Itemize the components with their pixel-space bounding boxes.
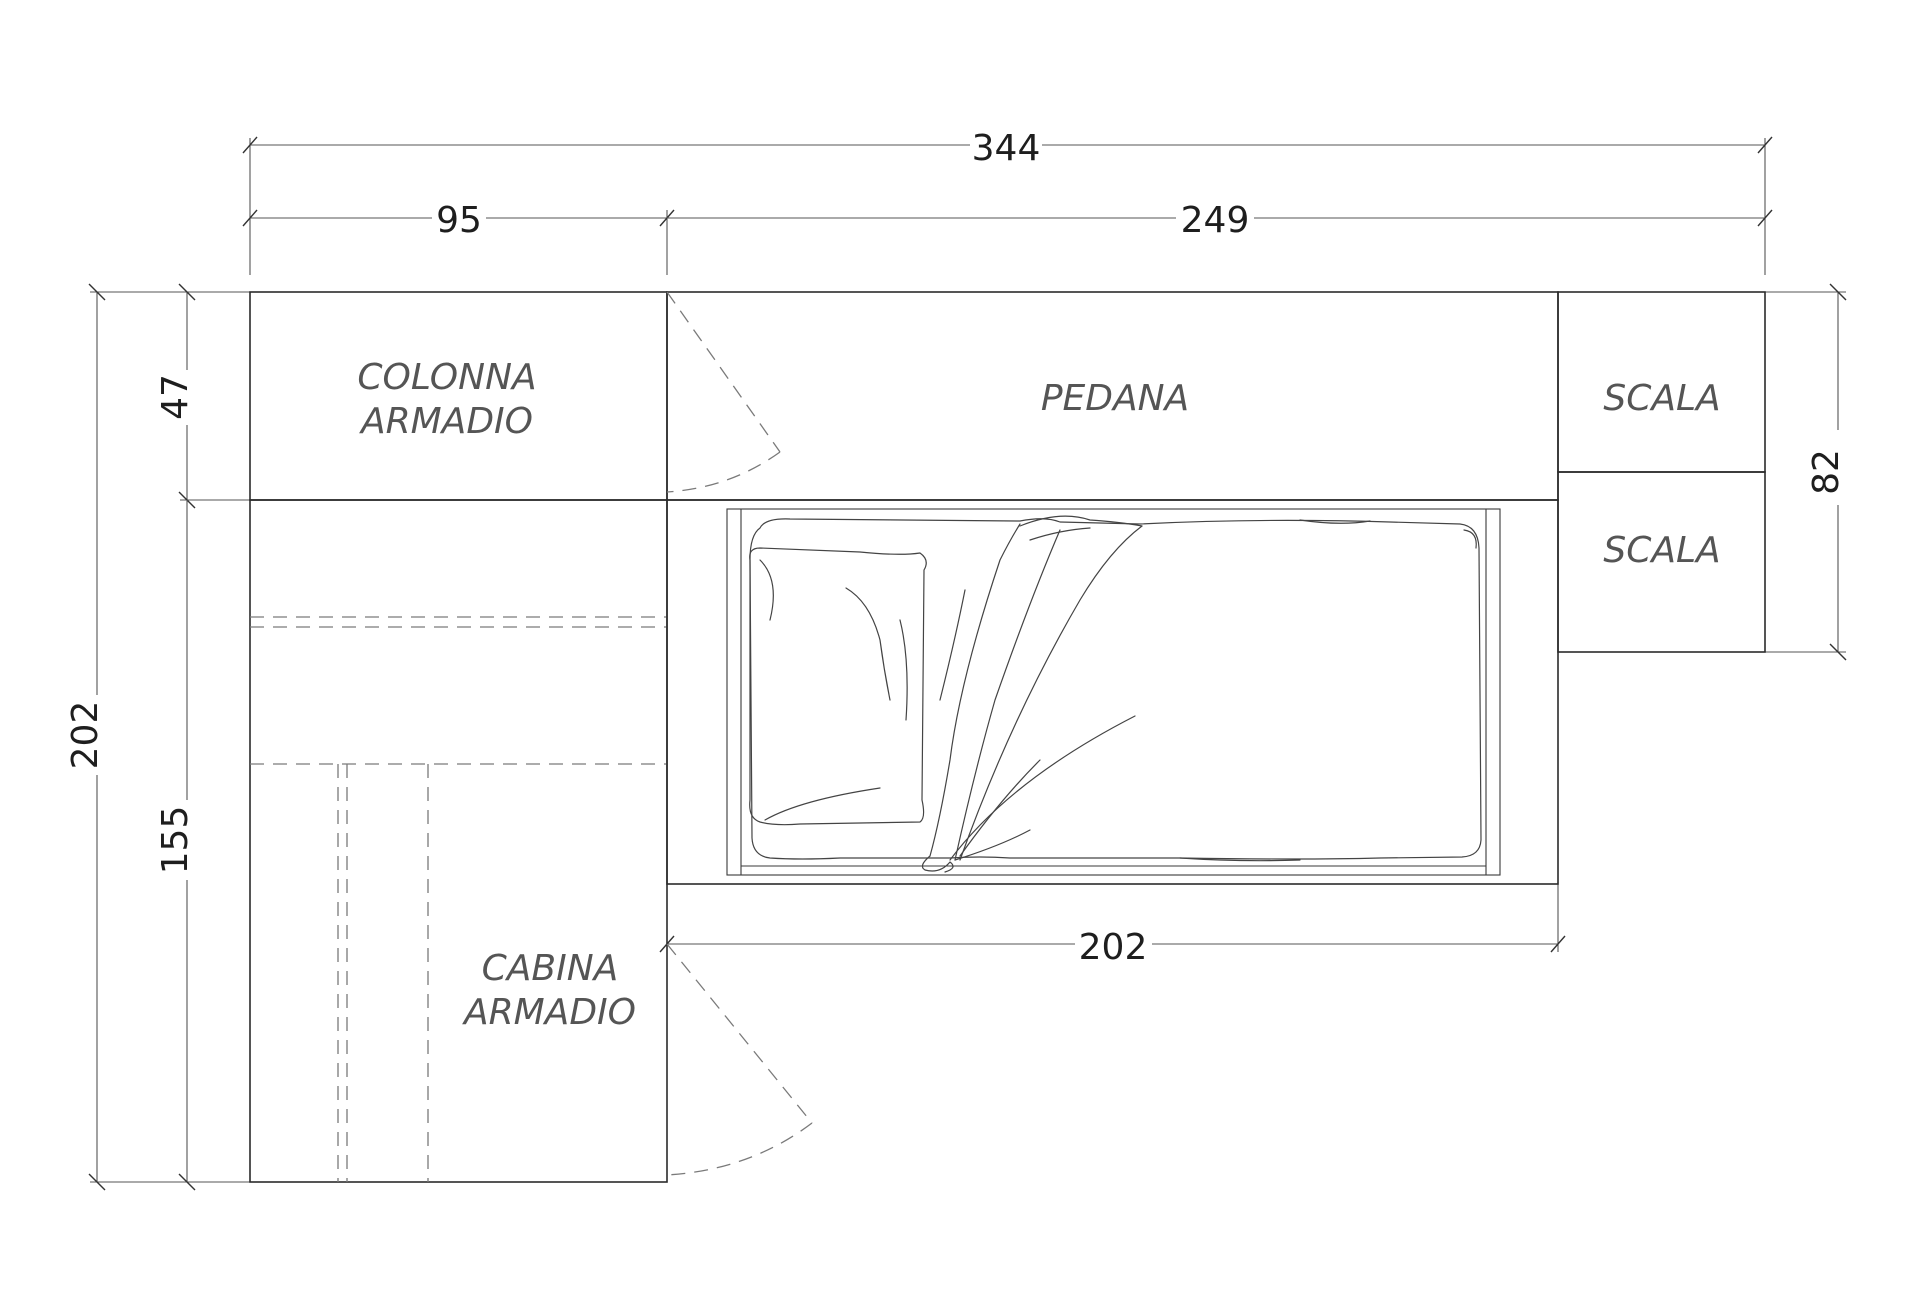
cabina-armadio-label-line1: CABINA [482, 948, 619, 989]
bed-area [666, 499, 1559, 885]
scala-bottom-label: SCALA [1603, 530, 1720, 571]
dimension-label-top-depth: 47 [155, 374, 196, 420]
blanket-folds-sketch [921, 515, 1301, 873]
dimension-label-stair-depth: 82 [1806, 449, 1847, 495]
dimension-label-right-width: 249 [1181, 200, 1250, 241]
cabina-armadio-block: CABINA ARMADIO [249, 499, 668, 1183]
dimension-label-total-width: 344 [972, 128, 1041, 169]
dimension-total-depth: 202 [65, 283, 250, 1191]
colonna-armadio-label-line2: ARMADIO [359, 401, 533, 442]
dimension-label-lower-depth: 155 [155, 806, 196, 875]
colonna-armadio-block: COLONNA ARMADIO [249, 291, 668, 501]
dimension-label-bed-length: 202 [1079, 927, 1148, 968]
pillow-sketch [749, 547, 927, 826]
dimension-top-depth: 47 [155, 283, 250, 509]
pedana-label: PEDANA [1041, 378, 1189, 419]
scala-top-block: SCALA [1557, 291, 1766, 473]
dimension-left-width: 95 [242, 200, 675, 275]
dimension-total-width: 344 [242, 128, 1773, 275]
dimension-label-total-depth: 202 [65, 701, 106, 770]
door-swing-bottom [666, 943, 813, 1176]
dimension-stair-depth: 82 [1765, 283, 1847, 661]
dimension-label-left-width: 95 [436, 200, 482, 241]
pedana-block: PEDANA [666, 291, 1559, 501]
dimension-lower-depth: 155 [155, 500, 196, 1191]
colonna-armadio-label-line1: COLONNA [357, 357, 536, 398]
scala-bottom-block: SCALA [1557, 471, 1766, 653]
scala-top-label: SCALA [1603, 378, 1720, 419]
dimension-right-width: 249 [667, 200, 1773, 241]
door-swing-top [666, 291, 781, 493]
dimension-bed-length: 202 [659, 882, 1566, 968]
cabina-armadio-label-line2: ARMADIO [462, 992, 636, 1033]
mattress-sketch [749, 518, 1482, 860]
